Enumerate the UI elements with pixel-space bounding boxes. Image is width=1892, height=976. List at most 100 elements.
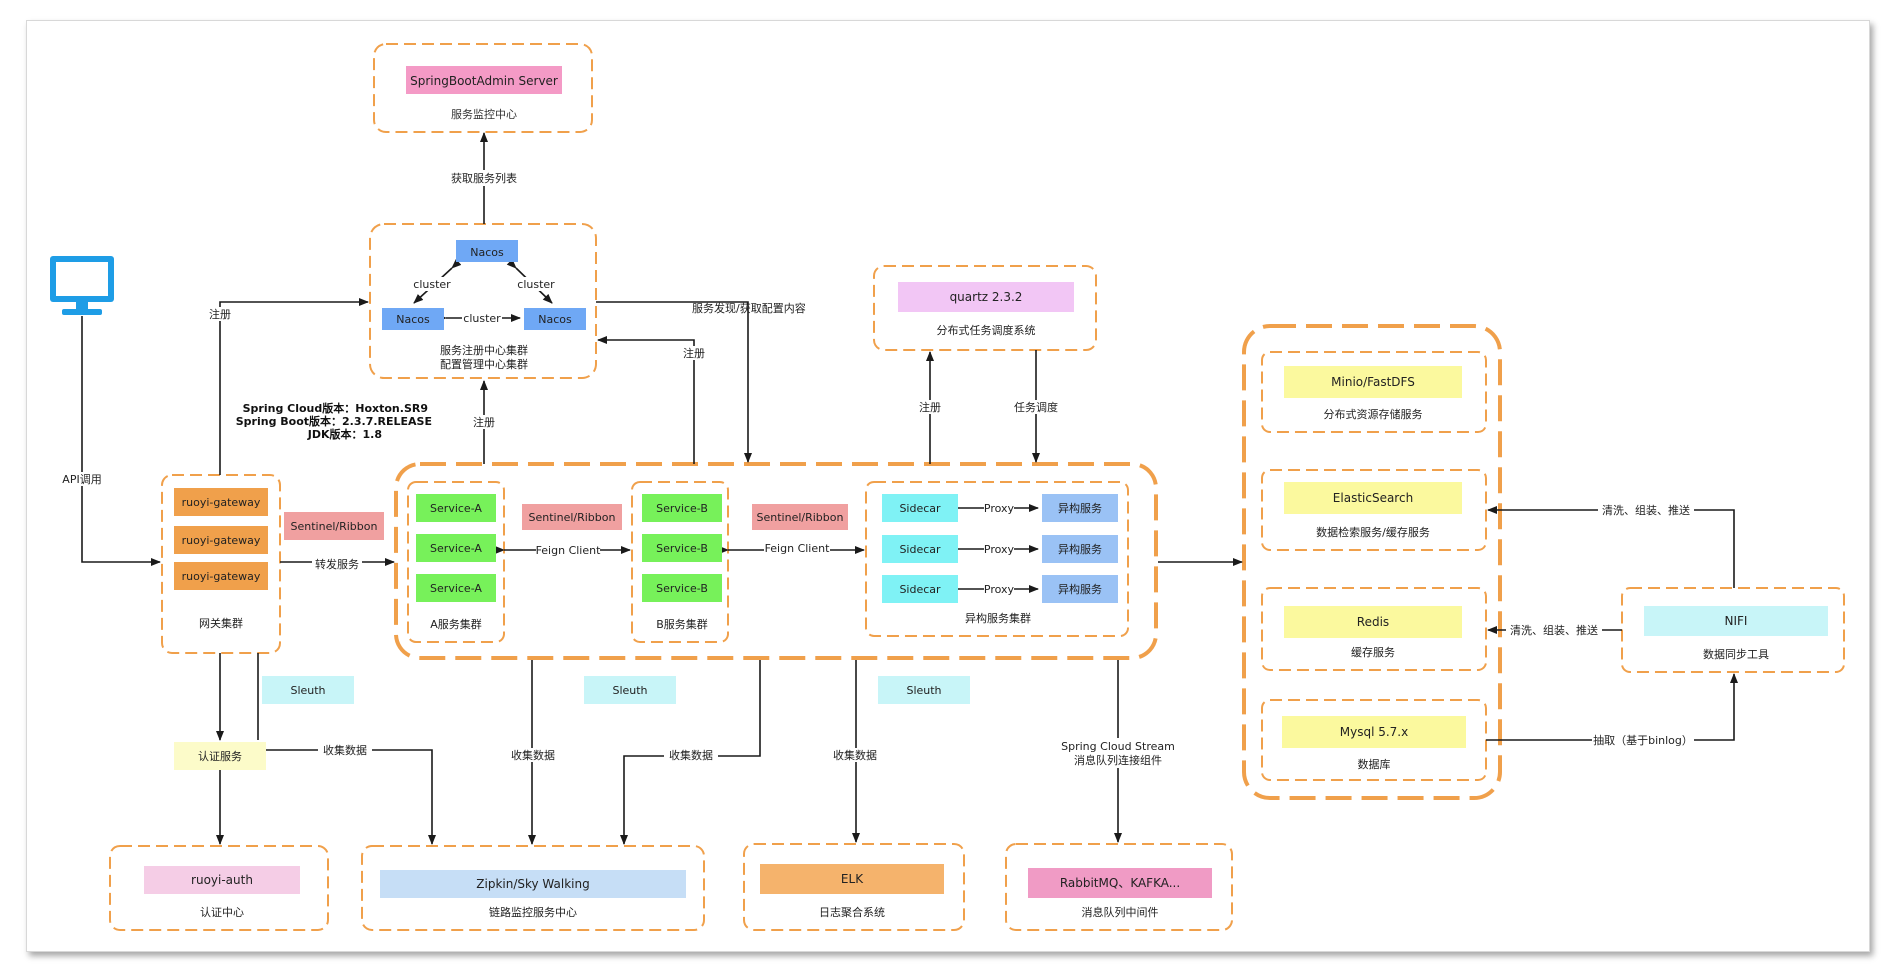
zipkin-caption: 链路监控服务中心: [489, 905, 577, 919]
service-b-item-2[interactable]: Service-B: [642, 574, 722, 602]
edge-label-serviceb-collect: 收集数据: [669, 748, 713, 762]
svg-text:Redis: Redis: [1357, 615, 1389, 629]
svg-text:Minio/FastDFS: Minio/FastDFS: [1331, 375, 1415, 389]
admin-node[interactable]: SpringBootAdmin Server: [406, 66, 562, 94]
zipkin-node[interactable]: Zipkin/Sky Walking: [380, 870, 686, 898]
service-a-item-1[interactable]: Service-A: [416, 534, 496, 562]
elk-node[interactable]: ELK: [760, 864, 944, 894]
quartz-caption: 分布式任务调度系统: [937, 323, 1036, 337]
service-a-caption: A服务集群: [430, 617, 482, 631]
svg-text:ELK: ELK: [841, 872, 864, 886]
edge-label-proxy-0: Proxy: [984, 502, 1015, 515]
stream-label-2: 消息队列连接组件: [1074, 753, 1162, 767]
svg-text:Sleuth: Sleuth: [290, 684, 325, 697]
svg-text:Sentinel/Ribbon: Sentinel/Ribbon: [291, 520, 378, 533]
storage-caption-2: 缓存服务: [1351, 645, 1395, 659]
service-a-group: [407, 481, 505, 643]
nifi-node[interactable]: NIFI: [1644, 606, 1828, 636]
storage-node-2[interactable]: Redis: [1284, 606, 1462, 638]
sleuth-hetero[interactable]: Sleuth: [878, 676, 970, 704]
edge-label-cluster-right: cluster: [517, 278, 555, 291]
svg-text:Sidecar: Sidecar: [899, 502, 941, 515]
svg-text:NIFI: NIFI: [1725, 614, 1748, 628]
sentinel-a[interactable]: Sentinel/Ribbon: [522, 504, 622, 530]
hetero-service-0[interactable]: 异构服务: [1042, 494, 1118, 522]
svg-text:ruoyi-gateway: ruoyi-gateway: [182, 496, 261, 509]
svg-text:ruoyi-gateway: ruoyi-gateway: [182, 534, 261, 547]
nacos-top[interactable]: Nacos: [456, 240, 518, 262]
edge-label-get-list: 获取服务列表: [451, 171, 517, 185]
storage-group: [1242, 324, 1502, 800]
svg-text:Service-A: Service-A: [430, 542, 482, 555]
admin-caption: 服务监控中心: [451, 107, 517, 121]
service-b-item-1[interactable]: Service-B: [642, 534, 722, 562]
auth-service-node[interactable]: 认证服务: [174, 742, 266, 770]
svg-text:Sidecar: Sidecar: [899, 583, 941, 596]
gateway-item-1[interactable]: ruoyi-gateway: [174, 526, 268, 554]
zipkin-group: [361, 845, 705, 931]
sleuth-services[interactable]: Sleuth: [584, 676, 676, 704]
service-b-item-0[interactable]: Service-B: [642, 494, 722, 522]
svg-text:SpringBootAdmin Server: SpringBootAdmin Server: [410, 74, 558, 88]
edge-nifi-es: [1487, 506, 1735, 588]
sentinel-gateway[interactable]: Sentinel/Ribbon: [284, 512, 384, 540]
svg-text:Nacos: Nacos: [470, 246, 504, 259]
edge-label-extract: 抽取（基于binlog）: [1593, 733, 1693, 747]
sidecar-2[interactable]: Sidecar: [882, 575, 958, 603]
svg-text:Service-B: Service-B: [656, 582, 708, 595]
storage-node-1[interactable]: ElasticSearch: [1284, 482, 1462, 514]
service-a-item-2[interactable]: Service-A: [416, 574, 496, 602]
svg-text:quartz 2.3.2: quartz 2.3.2: [950, 290, 1023, 304]
svg-text:Nacos: Nacos: [396, 313, 430, 326]
nacos-right[interactable]: Nacos: [524, 308, 586, 330]
edge-label-clean-redis: 清洗、组装、推送: [1510, 623, 1598, 637]
storage-node-0[interactable]: Minio/FastDFS: [1284, 366, 1462, 398]
storage-item-group-1: [1261, 469, 1487, 551]
mq-node[interactable]: RabbitMQ、KAFKA...: [1028, 868, 1212, 898]
svg-text:Sentinel/Ribbon: Sentinel/Ribbon: [529, 511, 616, 524]
svg-text:认证服务: 认证服务: [198, 750, 242, 763]
edge-gateway-register: [219, 298, 369, 475]
service-b-group: [631, 481, 729, 643]
edge-nacos-discovery: [596, 301, 752, 463]
edge-label-elk-collect: 收集数据: [833, 748, 877, 762]
svg-text:Service-B: Service-B: [656, 502, 708, 515]
hetero-service-1[interactable]: 异构服务: [1042, 535, 1118, 563]
svg-text:Service-B: Service-B: [656, 542, 708, 555]
svg-text:ruoyi-auth: ruoyi-auth: [191, 873, 253, 887]
storage-caption-0: 分布式资源存储服务: [1324, 407, 1423, 421]
gateway-item-0[interactable]: ruoyi-gateway: [174, 488, 268, 516]
edge-mysql-nifi: [1486, 673, 1738, 741]
sleuth-gateway[interactable]: Sleuth: [262, 676, 354, 704]
storage-node-3[interactable]: Mysql 5.7.x: [1282, 716, 1466, 748]
mq-caption: 消息队列中间件: [1082, 905, 1159, 919]
sentinel-b[interactable]: Sentinel/Ribbon: [752, 504, 848, 530]
stream-label-1: Spring Cloud Stream: [1061, 740, 1175, 753]
svg-text:Sleuth: Sleuth: [906, 684, 941, 697]
diagram-frame: [26, 20, 1870, 952]
service-a-item-0[interactable]: Service-A: [416, 494, 496, 522]
edge-api-call: [81, 316, 161, 566]
svg-text:Sleuth: Sleuth: [612, 684, 647, 697]
hetero-service-2[interactable]: 异构服务: [1042, 575, 1118, 603]
edge-label-cluster-left: cluster: [413, 278, 451, 291]
gateway-caption: 网关集群: [199, 616, 243, 630]
quartz-node[interactable]: quartz 2.3.2: [898, 282, 1074, 312]
gateway-item-2[interactable]: ruoyi-gateway: [174, 562, 268, 590]
auth-center-node[interactable]: ruoyi-auth: [144, 866, 300, 894]
sidecar-0[interactable]: Sidecar: [882, 494, 958, 522]
svg-text:Service-A: Service-A: [430, 502, 482, 515]
svg-text:RabbitMQ、KAFKA...: RabbitMQ、KAFKA...: [1060, 876, 1180, 890]
elk-caption: 日志聚合系统: [819, 905, 885, 919]
nacos-left[interactable]: Nacos: [382, 308, 444, 330]
edge-label-cluster-mid: cluster: [463, 312, 501, 325]
edge-auth-collect: [266, 749, 436, 845]
sidecar-1[interactable]: Sidecar: [882, 535, 958, 563]
edge-label-services-register: 注册: [473, 415, 495, 429]
storage-caption-1: 数据检索服务/缓存服务: [1316, 525, 1430, 539]
svg-text:Nacos: Nacos: [538, 313, 572, 326]
auth-center-group: [109, 845, 329, 931]
edge-label-proxy-2: Proxy: [984, 583, 1015, 596]
service-b-caption: B服务集群: [656, 617, 708, 631]
